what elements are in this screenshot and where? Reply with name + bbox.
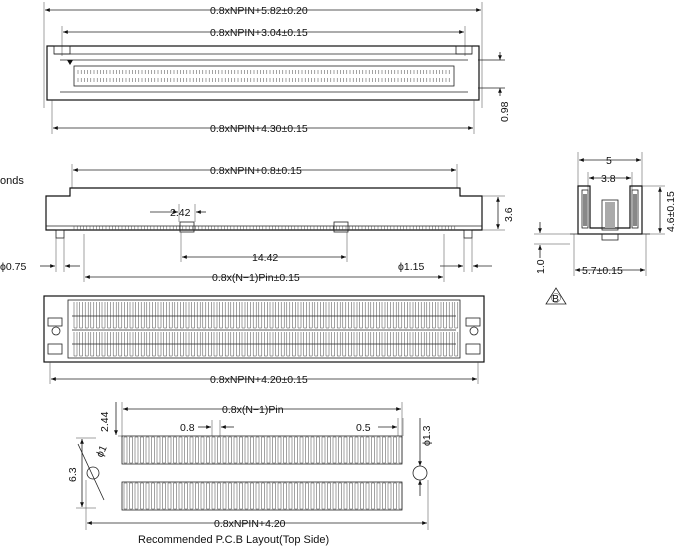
- pcb-dim-overall: 0.8xNPIN+4.20: [214, 518, 286, 530]
- bottom-body-outline: [43, 295, 485, 363]
- pcb-dim-pitch: 0.8: [180, 422, 195, 434]
- side-dim-post-spacing: 14.42: [252, 252, 278, 264]
- side-dim-peg-left: ϕ0.75: [0, 261, 26, 273]
- top-dim-base: 0.8xNPIN+4.30±0.15: [210, 123, 308, 135]
- pcb-layout: 0.8x(N−1)Pin 0.8 0.5 2.44 6.3 ϕ1 ϕ1.3 0.…: [67, 402, 433, 546]
- side-dim-peg-right: ϕ1.15: [398, 261, 424, 273]
- top-body-outline: [46, 45, 480, 101]
- section-marker-icon: [545, 287, 567, 305]
- side-view: onds 0.8xNPIN+0.8±0.15 2.42 14.42 3.6 ϕ0…: [0, 164, 515, 284]
- pcb-dim-pad-length: 2.44: [99, 411, 111, 432]
- top-view: 0.8xNPIN+5.82±0.20 0.8xNPIN+3.04±0.15 0.…: [43, 2, 511, 135]
- end-view: 5 3.8 4.6±0.15 5.7±0.15 1.0 B: [534, 152, 677, 305]
- top-dim-overall: 0.8xNPIN+5.82±0.20: [210, 5, 308, 17]
- end-dim-height: 4.6±0.15: [665, 191, 677, 232]
- side-dim-top: 0.8xNPIN+0.8±0.15: [210, 165, 302, 177]
- pcb-dim-pad-width: 0.5: [356, 422, 371, 434]
- top-dim-height: 0.98: [499, 101, 511, 122]
- side-partial-label: onds: [0, 175, 24, 187]
- pcb-dim-hole-right: ϕ1.3: [421, 425, 433, 446]
- side-dim-post-width: 2.42: [170, 207, 191, 219]
- pcb-dim-hole-left: ϕ1: [94, 443, 110, 459]
- side-dim-pitch-span: 0.8x(N−1)Pin±0.15: [212, 272, 300, 284]
- end-dim-standoff: 1.0: [535, 259, 547, 274]
- side-dim-height: 3.6: [503, 207, 515, 222]
- pcb-hole-left: [86, 466, 100, 480]
- top-dim-inner: 0.8xNPIN+3.04±0.15: [210, 27, 308, 39]
- bottom-dim-base: 0.8xNPIN+4.20±0.15: [210, 374, 308, 386]
- pcb-dim-row-span: 6.3: [67, 467, 79, 482]
- end-dim-width-inner: 3.8: [601, 173, 616, 185]
- side-body-outline: [45, 187, 483, 231]
- pcb-hole-right: [412, 465, 428, 481]
- bottom-view: 0.8xNPIN+4.20±0.15: [43, 295, 485, 386]
- end-dim-width-outer: 5: [606, 155, 612, 167]
- end-dim-base-width: 5.7±0.15: [582, 265, 623, 277]
- pcb-caption: Recommended P.C.B Layout(Top Side): [138, 534, 329, 546]
- pcb-dim-pitch-span: 0.8x(N−1)Pin: [222, 404, 284, 416]
- pin1-triangle-icon: [67, 60, 73, 65]
- section-marker-label: B: [552, 293, 559, 305]
